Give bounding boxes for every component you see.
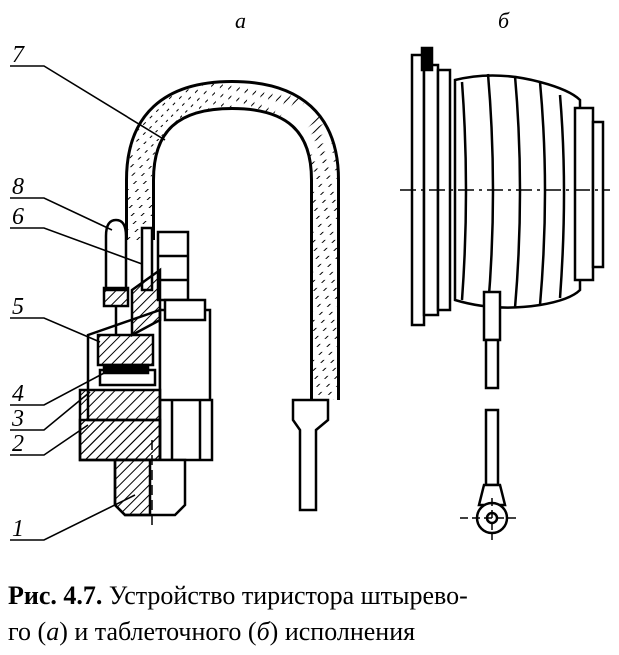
thyristor-diagram: а б (10, 8, 610, 542)
callout-5: 5 (12, 294, 24, 320)
callout-2: 2 (12, 431, 24, 457)
tablet-thyristor (410, 46, 605, 535)
callout-3: 3 (11, 406, 24, 432)
axis-lines (400, 189, 610, 540)
stud-thyristor (78, 79, 340, 530)
callout-1: 1 (12, 516, 24, 542)
caption-b: б (256, 617, 270, 646)
callout-4: 4 (12, 381, 24, 407)
caption-mid: ) и таблеточного ( (59, 617, 257, 646)
callout-7: 7 (12, 42, 25, 68)
base (78, 418, 162, 462)
callout-8: 8 (12, 174, 24, 200)
caption-line1: Устройство тиристора штырево- (108, 581, 468, 610)
ceramic-body (453, 74, 582, 309)
caption-line2-start: го ( (8, 617, 47, 646)
hex-nut (158, 398, 214, 462)
callout-lines (10, 65, 166, 541)
caption-prefix: Рис. 4.7. (8, 581, 103, 610)
caption-a: а (46, 617, 60, 646)
view-label-a: а (235, 8, 246, 33)
lead-tip (291, 398, 330, 512)
figure-caption: Рис. 4.7. Устройство тиристора штырево- … (8, 578, 613, 650)
callout-6: 6 (12, 204, 24, 230)
caption-end: ) исполнения (269, 617, 416, 646)
view-label-b: б (498, 8, 510, 33)
lead-crimp (156, 230, 190, 302)
